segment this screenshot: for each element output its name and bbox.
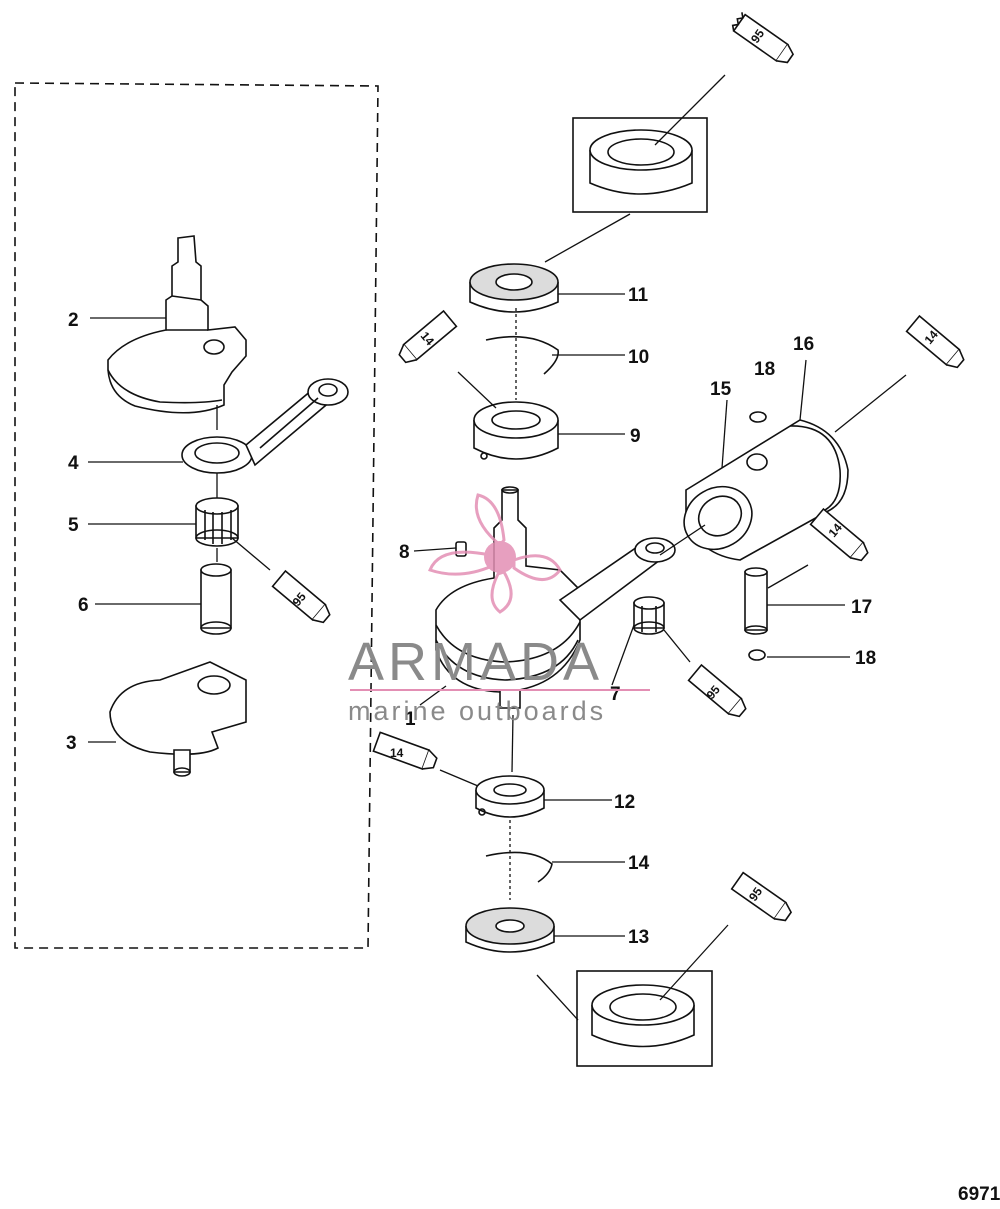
watermark-tagline: marine outboards bbox=[348, 696, 606, 726]
callout-3: 3 bbox=[66, 733, 77, 754]
watermark-brand: ARMADA bbox=[348, 632, 603, 692]
oil-seal-lower bbox=[465, 907, 555, 953]
armada-logo bbox=[428, 493, 562, 614]
callout-16: 16 bbox=[793, 334, 814, 355]
needle-bearing-rod bbox=[633, 596, 665, 635]
callout-18b: 18 bbox=[855, 648, 876, 669]
assembly-boundary bbox=[14, 82, 379, 949]
piston-pin bbox=[744, 567, 768, 635]
oil-seal-upper bbox=[469, 263, 559, 313]
callout-9: 9 bbox=[630, 426, 641, 447]
callout-1: 1 bbox=[405, 709, 416, 730]
sealant-tube-bottom bbox=[730, 871, 793, 922]
lower-crank-half bbox=[109, 661, 247, 777]
callout-6: 6 bbox=[78, 595, 89, 616]
sealant-tube-left5 bbox=[271, 569, 331, 624]
callout-15: 15 bbox=[710, 379, 732, 400]
figure-number: 6971 bbox=[958, 1184, 1000, 1205]
callout-8: 8 bbox=[399, 542, 410, 563]
crank-pin bbox=[200, 563, 232, 635]
callout-18a: 18 bbox=[754, 359, 775, 380]
callout-12: 12 bbox=[614, 792, 635, 813]
callout-13: 13 bbox=[628, 927, 649, 948]
snap-ring-upper bbox=[485, 335, 560, 375]
detail-box-top bbox=[572, 117, 708, 213]
callout-2: 2 bbox=[68, 310, 79, 331]
callout-5: 5 bbox=[68, 515, 79, 536]
upper-crank-half bbox=[107, 235, 247, 414]
sealant-tube-left12 bbox=[372, 731, 438, 770]
piston bbox=[683, 419, 849, 561]
callout-4: 4 bbox=[68, 453, 79, 474]
sealant-tube-right17 bbox=[809, 507, 869, 562]
sealant-tube-mid7 bbox=[687, 663, 747, 718]
sealant-tube-top bbox=[731, 12, 795, 64]
crankshaft-assembly bbox=[435, 486, 676, 709]
needle-bearing-left bbox=[195, 497, 239, 547]
snap-ring-lower bbox=[485, 851, 553, 883]
connecting-rod-left bbox=[181, 378, 349, 474]
piston-pin-clip-lower bbox=[748, 649, 766, 661]
callout-10: 10 bbox=[628, 347, 649, 368]
sealant-tube-left9 bbox=[398, 309, 458, 364]
ball-bearing-upper bbox=[473, 401, 559, 460]
sealant-tube-right16 bbox=[905, 314, 965, 369]
oil-seal-top-detail bbox=[589, 129, 693, 195]
oil-seal-bottom-detail bbox=[591, 984, 695, 1048]
piston-pin-clip-upper bbox=[749, 411, 767, 423]
ball-bearing-lower bbox=[475, 775, 545, 818]
callout-14: 14 bbox=[628, 853, 650, 874]
callout-11: 11 bbox=[628, 285, 649, 306]
tube-label-left12: 14 bbox=[390, 746, 404, 760]
callout-7: 7 bbox=[610, 684, 621, 705]
callout-17: 17 bbox=[851, 597, 872, 618]
